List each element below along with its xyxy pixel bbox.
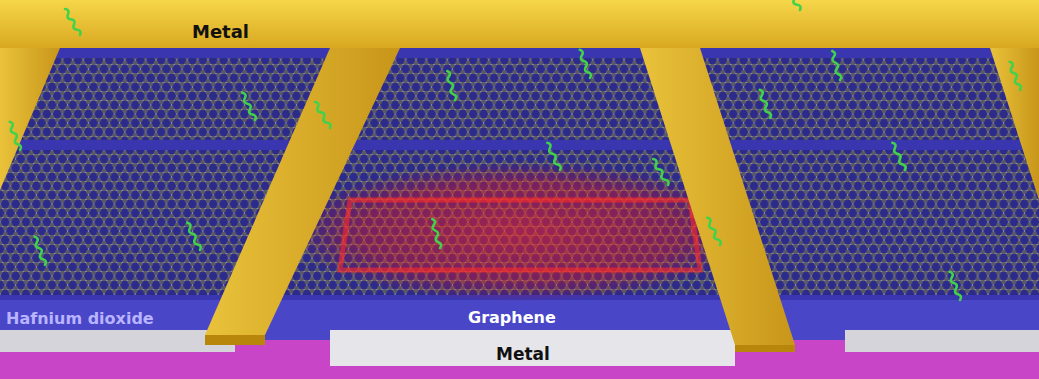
glow-outline (340, 200, 700, 270)
layer-label: Hafnium dioxide (6, 310, 154, 328)
metal-finger (0, 48, 60, 190)
bottom-metal-right (845, 330, 1039, 352)
graphene-sheet (0, 58, 1039, 140)
finger-edge (735, 345, 795, 352)
photon-squiggles (8, 0, 1022, 301)
bottom-metal-left (0, 330, 235, 352)
material-label: Graphene (468, 309, 556, 327)
metal-finger (640, 48, 795, 345)
metal-finger (990, 48, 1039, 200)
bottom-metal-gate (330, 330, 735, 366)
metal-finger (205, 48, 400, 335)
hafnium-dioxide-layer (0, 40, 1039, 340)
metal-label: Metal (496, 345, 550, 364)
finger-edge (205, 335, 265, 345)
top-metal-bar (0, 0, 1039, 48)
hot-carrier-glow (290, 162, 750, 302)
metal-label: Metal (192, 22, 249, 42)
